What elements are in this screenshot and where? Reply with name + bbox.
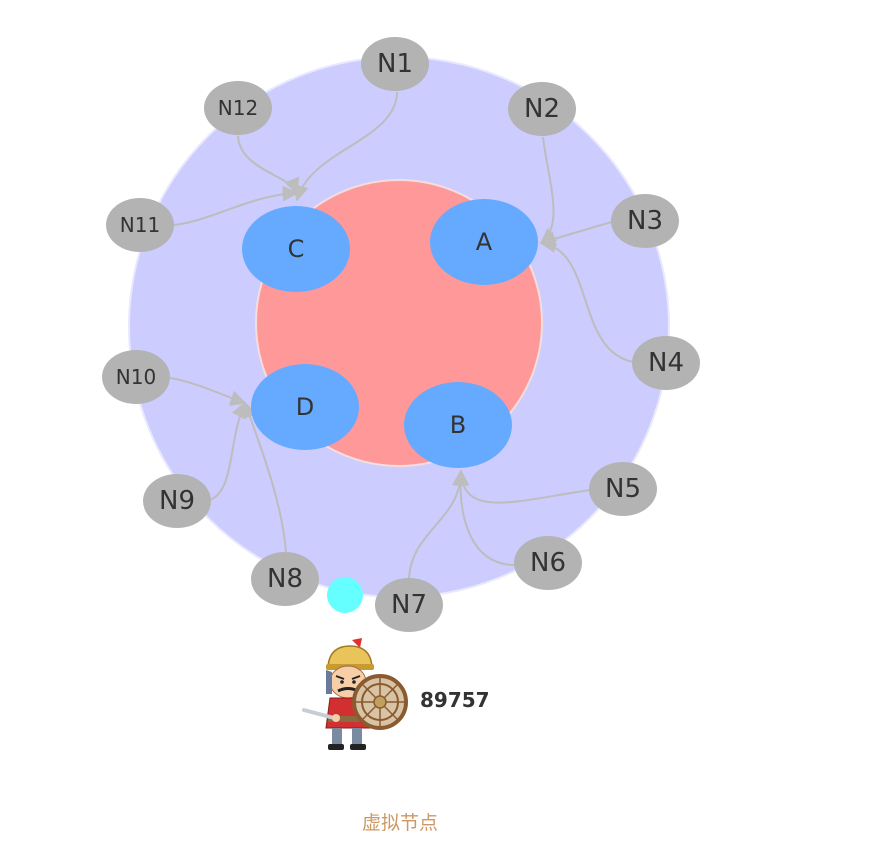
virtual-node-n5: N5 xyxy=(589,462,657,516)
virtual-node-shape xyxy=(514,536,582,590)
physical-node-group: A B C D xyxy=(242,199,538,468)
virtual-node-n11: N11 xyxy=(106,198,174,252)
virtual-node-n1: N1 xyxy=(361,37,429,91)
virtual-node-n7: N7 xyxy=(375,578,443,632)
physical-node-b: B xyxy=(404,382,512,468)
figure-caption: 虚拟节点 xyxy=(361,812,438,834)
virtual-node-label: N6 xyxy=(530,548,566,578)
virtual-node-shape xyxy=(611,194,679,248)
virtual-node-label: N7 xyxy=(391,590,427,620)
physical-node-shape xyxy=(430,199,538,285)
physical-node-shape xyxy=(242,206,350,292)
virtual-node-label: N5 xyxy=(605,474,641,504)
virtual-node-shape xyxy=(251,552,319,606)
edge-n1-to-c xyxy=(292,91,398,202)
physical-node-label: C xyxy=(288,235,305,263)
virtual-node-n2: N2 xyxy=(508,82,576,136)
virtual-node-shape xyxy=(106,198,174,252)
virtual-node-label: N9 xyxy=(159,486,195,516)
virtual-node-shape xyxy=(375,578,443,632)
virtual-node-shape xyxy=(204,81,272,135)
virtual-node-n12: N12 xyxy=(204,81,272,135)
virtual-node-label: N8 xyxy=(267,564,303,594)
physical-node-label: D xyxy=(296,393,314,421)
virtual-node-n10: N10 xyxy=(102,350,170,404)
physical-node-a: A xyxy=(430,199,538,285)
edge-n9-to-d xyxy=(209,401,247,501)
virtual-node-n6: N6 xyxy=(514,536,582,590)
virtual-node-shape xyxy=(632,336,700,390)
hash-position-dot xyxy=(327,577,363,613)
edge-n11-to-c xyxy=(173,185,299,226)
virtual-node-n9: N9 xyxy=(143,474,211,528)
virtual-node-label: N4 xyxy=(648,348,684,378)
edge-n7-to-b xyxy=(408,469,469,579)
warrior-with-shield-icon xyxy=(302,638,408,750)
virtual-node-label: N3 xyxy=(627,206,663,236)
virtual-node-shape xyxy=(143,474,211,528)
virtual-node-n4: N4 xyxy=(632,336,700,390)
virtual-node-n3: N3 xyxy=(611,194,679,248)
virtual-node-shape xyxy=(589,462,657,516)
virtual-node-label: N10 xyxy=(116,365,156,389)
virtual-node-shape xyxy=(361,37,429,91)
virtual-node-label: N2 xyxy=(524,94,560,124)
edge-n12-to-c xyxy=(237,135,300,195)
edge-n10-to-d xyxy=(169,377,247,406)
virtual-node-label: N1 xyxy=(377,49,413,79)
physical-node-d: D xyxy=(251,364,359,450)
virtual-node-shape xyxy=(102,350,170,404)
edge-n4-to-a xyxy=(539,236,634,363)
physical-node-c: C xyxy=(242,206,350,292)
virtual-node-label: N12 xyxy=(218,96,258,120)
edge-n6-to-b xyxy=(452,469,516,566)
key-hash-value: 89757 xyxy=(420,688,490,712)
physical-node-label: B xyxy=(450,411,466,439)
physical-node-shape xyxy=(404,382,512,468)
edge-group xyxy=(169,91,634,579)
virtual-node-n8: N8 xyxy=(251,552,319,606)
edge-n8-to-d xyxy=(242,401,287,553)
physical-node-shape xyxy=(251,364,359,450)
virtual-node-label: N11 xyxy=(120,213,160,237)
virtual-node-shape xyxy=(508,82,576,136)
physical-node-label: A xyxy=(476,228,493,256)
